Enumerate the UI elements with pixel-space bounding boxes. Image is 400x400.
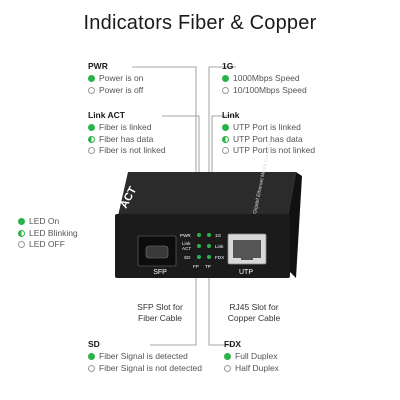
led-label-tp: TP: [205, 264, 211, 269]
led-label-link-act-1: Link: [182, 241, 191, 246]
led-label-fdx: FDX: [215, 255, 224, 260]
fdx-item-label: Half Duplex: [235, 362, 279, 373]
link-act-header: Link ACT: [88, 110, 125, 120]
legend-item-label: LED On: [29, 216, 60, 226]
led-on-icon: [88, 75, 95, 83]
legend-item-label: LED Blinking: [29, 227, 78, 238]
1g-item-label: 1000Mbps Speed: [233, 73, 300, 83]
link-indicator-block: Link UTP Port is linked UTP Port has dat…: [222, 110, 315, 157]
pwr-item-label: Power is on: [99, 73, 144, 83]
link-act-item-off: Fiber is not linked: [88, 145, 166, 157]
link-act-item-blink: Fiber has data: [88, 134, 166, 146]
sd-item-on: Fiber Signal is detected: [88, 351, 202, 363]
led-label-1g: 1G: [215, 233, 222, 238]
link-act-item-on: Fiber is linked: [88, 122, 166, 134]
led-label-pwr: PWR: [180, 233, 191, 238]
link-item-off: UTP Port is not linked: [222, 145, 315, 157]
link-item-label: UTP Port has data: [233, 133, 303, 144]
pwr-item-on: Power is on: [88, 73, 143, 85]
fdx-item-on: Full Duplex: [224, 351, 279, 363]
led-on-icon: [18, 218, 25, 226]
1g-item-off: 10/100Mbps Speed: [222, 85, 307, 97]
led-off-icon: [224, 364, 231, 372]
led-1g: [207, 233, 211, 237]
led-on-icon: [222, 124, 229, 132]
leader-line-sd: [150, 264, 197, 346]
device-side: [288, 172, 302, 278]
fdx-item-label: Full Duplex: [235, 351, 278, 361]
led-label-sd: SD: [184, 255, 191, 260]
link-act-item-label: Fiber is linked: [99, 122, 152, 132]
pwr-indicator-block: PWR Power is on Power is off: [88, 61, 143, 96]
utp-port-label: UTP: [239, 269, 253, 276]
utp-clip: [241, 256, 253, 260]
link-header: Link: [222, 110, 240, 120]
link-item-label: UTP Port is not linked: [233, 145, 316, 155]
led-link: [207, 244, 211, 248]
pwr-item-off: Power is off: [88, 85, 143, 97]
sfp-caption-line: SFP Slot for: [137, 302, 183, 312]
led-blink-icon: [88, 135, 95, 143]
sfp-port-label: SFP: [153, 269, 167, 276]
link-act-indicator-block: Link ACT Fiber is linked Fiber has data …: [88, 110, 166, 157]
link-item-on: UTP Port is linked: [222, 122, 315, 134]
led-off-icon: [222, 86, 229, 94]
led-on-icon: [224, 353, 231, 361]
link-item-blink: UTP Port has data: [222, 134, 315, 146]
led-on-icon: [88, 124, 95, 132]
sd-item-label: Fiber Signal is detected: [99, 351, 188, 361]
rj45-slot-caption: RJ45 Slot for Copper Cable: [214, 302, 294, 324]
sd-item-off: Fiber Signal is not detected: [88, 363, 202, 375]
sd-header: SD: [88, 339, 100, 349]
led-link-act: [197, 244, 201, 248]
sfp-cage: [145, 245, 169, 259]
fdx-header: FDX: [224, 339, 241, 349]
led-off-icon: [18, 241, 25, 249]
legend-item-blink: LED Blinking: [18, 228, 78, 240]
led-legend: LED On LED Blinking LED OFF: [18, 216, 78, 251]
led-label-link-act-2: ACT: [182, 246, 191, 251]
legend-item-off: LED OFF: [18, 239, 78, 251]
link-item-label: UTP Port is linked: [233, 122, 301, 132]
led-off-icon: [222, 147, 229, 155]
led-off-icon: [88, 147, 95, 155]
led-label-fp: FP: [193, 264, 199, 269]
sd-item-label: Fiber Signal is not detected: [99, 362, 203, 373]
led-on-icon: [88, 353, 95, 361]
led-off-icon: [88, 364, 95, 372]
led-blink-icon: [222, 135, 229, 143]
fdx-indicator-block: FDX Full Duplex Half Duplex: [224, 339, 279, 374]
utp-jack: [233, 240, 261, 258]
pwr-item-label: Power is off: [99, 84, 144, 95]
leader-line-fdx: [208, 264, 232, 346]
device-top: [118, 172, 296, 216]
link-act-item-label: Fiber has data: [99, 133, 154, 144]
sfp-slot-caption: SFP Slot for Fiber Cable: [120, 302, 200, 324]
led-pwr: [197, 233, 201, 237]
led-blink-icon: [18, 229, 25, 237]
rj45-caption-line: Copper Cable: [227, 313, 281, 323]
pwr-header: PWR: [88, 61, 108, 71]
sfp-caption-line: Fiber Cable: [138, 313, 182, 323]
led-on-icon: [222, 75, 229, 83]
rj45-caption-line: RJ45 Slot for: [229, 302, 279, 312]
fdx-item-off: Half Duplex: [224, 363, 279, 375]
led-sd: [197, 255, 201, 259]
sd-indicator-block: SD Fiber Signal is detected Fiber Signal…: [88, 339, 202, 374]
led-off-icon: [88, 86, 95, 94]
1g-item-on: 1000Mbps Speed: [222, 73, 307, 85]
1g-item-label: 10/100Mbps Speed: [233, 84, 307, 95]
link-act-item-label: Fiber is not linked: [99, 145, 166, 155]
page-title: Indicators Fiber & Copper: [83, 12, 317, 34]
led-label-link: Link: [215, 244, 224, 249]
1g-header: 1G: [222, 61, 234, 71]
legend-item-on: LED On: [18, 216, 78, 228]
legend-item-label: LED OFF: [29, 239, 65, 249]
led-fdx: [207, 255, 211, 259]
1g-indicator-block: 1G 1000Mbps Speed 10/100Mbps Speed: [222, 61, 307, 96]
